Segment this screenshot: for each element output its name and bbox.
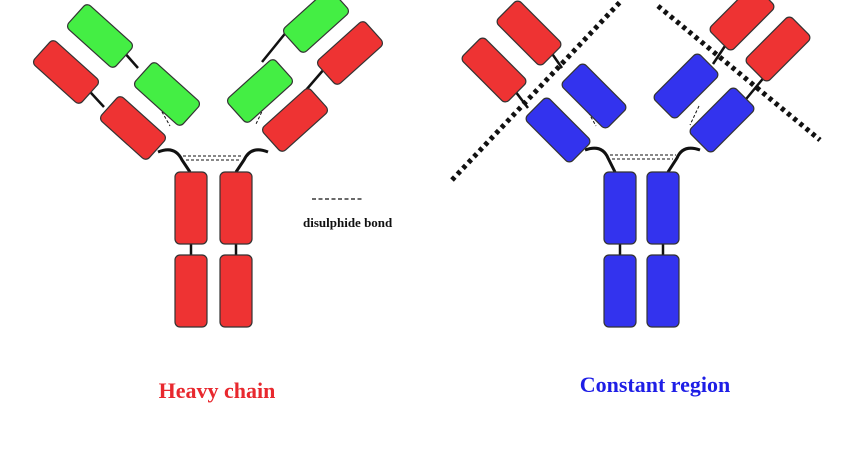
variable-domain-heavy-right: [745, 16, 811, 82]
left-light-chains: [66, 0, 350, 126]
constant-domain-heavy-right: [689, 87, 755, 153]
variable-domain-heavy-left: [461, 37, 527, 103]
left-heavy-chain-arms: [32, 21, 384, 160]
heavy-chain-ch3-left: [174, 254, 208, 328]
right-constant-stem: [603, 171, 680, 328]
legend-label: disulphide bond: [303, 215, 393, 230]
left-heavy-chain-stem: [174, 171, 253, 328]
variable-domain-light-right: [709, 0, 775, 51]
left-antibody: [32, 0, 384, 328]
constant-domain-heavy-left: [525, 97, 591, 163]
constant-ch2-left: [603, 171, 637, 245]
constant-ch3-left: [603, 254, 637, 328]
light-chain-constant-domain-right: [226, 59, 294, 123]
right-antibody: [450, 0, 822, 328]
heavy-chain-ch1-domain-left: [99, 96, 167, 160]
heavy-chain-variable-domain-left: [32, 40, 100, 104]
variable-domain-light-left: [496, 0, 562, 66]
constant-ch2-right: [646, 171, 680, 245]
heavy-chain-variable-domain-right: [316, 21, 384, 85]
right-variable-domains: [461, 0, 811, 103]
heavy-chain-ch2-right: [219, 171, 253, 245]
constant-ch3-right: [646, 254, 680, 328]
right-boundary-line: [656, 4, 822, 142]
light-chain-variable-domain-left: [66, 4, 134, 68]
constant-domain-light-left: [561, 63, 627, 129]
left-disulphide-bonds: [156, 102, 267, 161]
right-disulphide-bonds: [585, 105, 700, 160]
legend: disulphide bond: [303, 198, 393, 230]
right-constant-arm-domains: [525, 53, 755, 163]
heavy-chain-ch3-right: [219, 254, 253, 328]
light-chain-constant-domain-left: [133, 62, 201, 126]
right-hinge: [584, 146, 701, 173]
light-chain-variable-domain-right: [282, 0, 350, 53]
left-boundary-line: [450, 0, 624, 182]
left-hinge: [157, 148, 269, 173]
region-boundary-lines: [450, 0, 822, 182]
heavy-chain-caption: Heavy chain: [159, 378, 276, 403]
constant-domain-light-right: [653, 53, 719, 119]
heavy-chain-ch1-domain-right: [261, 88, 329, 152]
heavy-chain-ch2-left: [174, 171, 208, 245]
constant-region-caption: Constant region: [580, 372, 731, 397]
